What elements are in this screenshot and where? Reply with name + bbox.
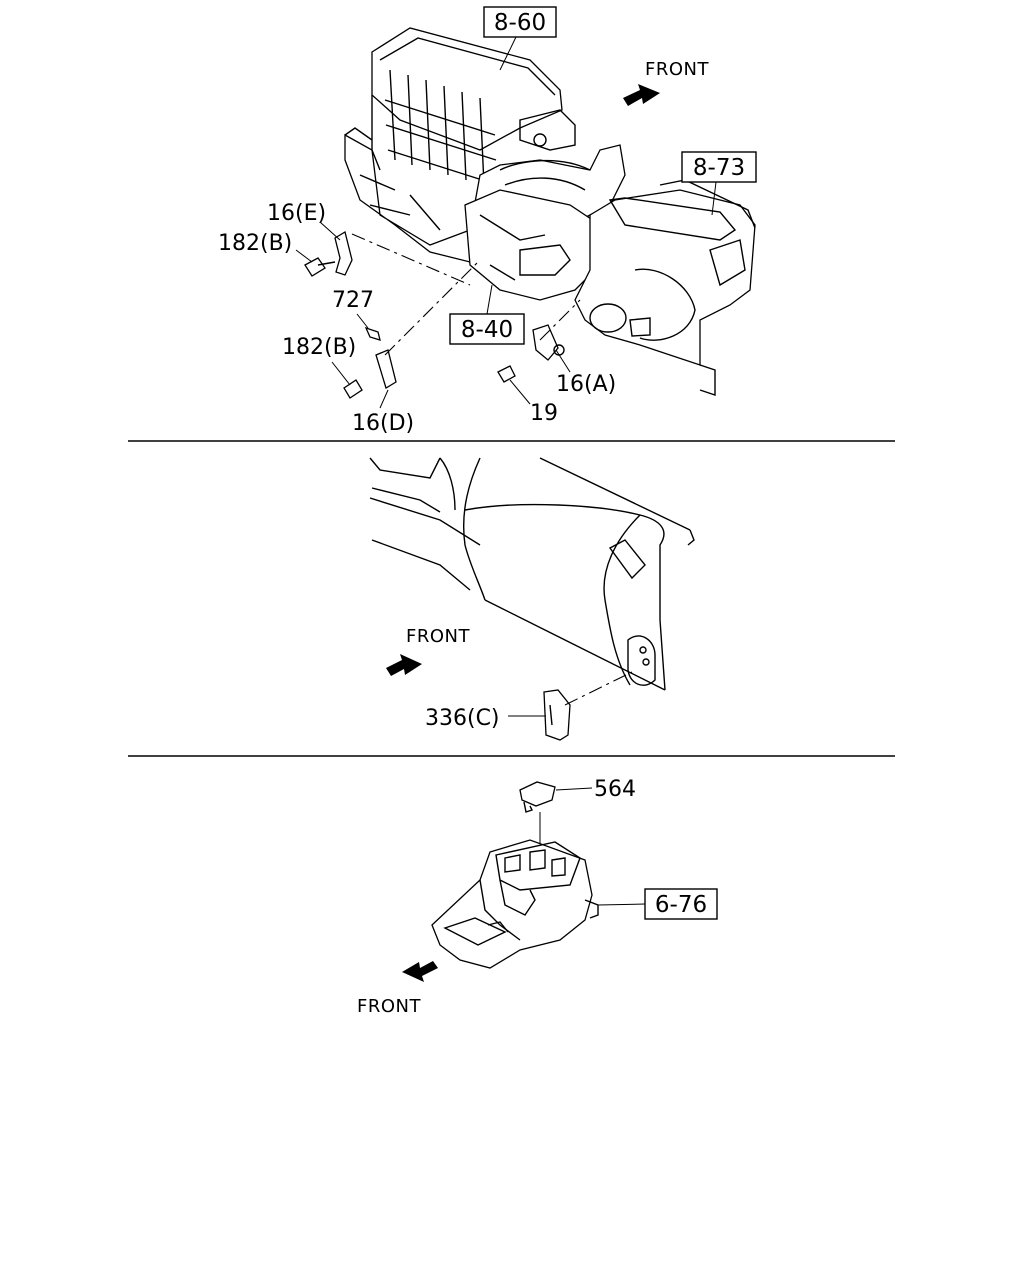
bracket-d-part [343, 349, 397, 399]
dashboard-illustration [369, 457, 695, 691]
front-arrow-icon [386, 654, 422, 676]
console-section: 564 6-76 FRONT [357, 777, 718, 1017]
label-screw: 19 [530, 401, 558, 426]
label-bolt-b-upper: 182(B) [218, 231, 292, 256]
bracket-a-part [497, 324, 565, 383]
dashboard-section: FRONT 336(C) [369, 457, 695, 741]
front-label-top: FRONT [645, 59, 709, 80]
front-label-bottom: FRONT [357, 996, 421, 1017]
hvac-assembly-section: 8-60 FRONT 8-73 8-40 16(E) 182(B) 727 [218, 6, 757, 436]
label-bracket-e: 16(E) [267, 201, 326, 226]
label-clip: 727 [332, 288, 374, 313]
console-illustration [431, 839, 599, 969]
front-label-middle: FRONT [406, 626, 470, 647]
ref-heater-unit: 8-40 [461, 317, 513, 343]
ref-hvac-case: 8-60 [494, 10, 546, 36]
bracket-e-part [304, 230, 353, 277]
hvac-case-illustration [344, 27, 756, 396]
label-cap: 564 [594, 777, 636, 802]
ref-blower: 8-73 [693, 155, 745, 181]
bracket-c-part [543, 689, 571, 741]
label-bolt-b-lower: 182(B) [282, 335, 356, 360]
label-bracket-d: 16(D) [352, 411, 414, 436]
label-bracket-a: 16(A) [556, 372, 616, 397]
front-arrow-icon [623, 84, 660, 106]
ref-console: 6-76 [655, 892, 707, 918]
label-bracket-c: 336(C) [425, 706, 500, 731]
front-arrow-icon [402, 961, 438, 982]
cap-part [519, 781, 556, 813]
